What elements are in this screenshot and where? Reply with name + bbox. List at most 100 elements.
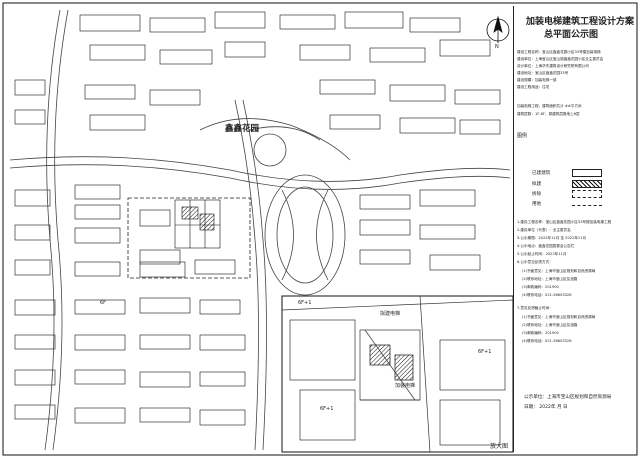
info-line: 建设工程用途：住宅: [517, 85, 550, 89]
building-footprint: [389, 84, 446, 102]
building-footprint: [14, 109, 46, 125]
building-footprint: [84, 84, 136, 100]
building-footprint: [14, 189, 51, 207]
building-footprint: [139, 249, 181, 265]
building-footprint: [74, 204, 121, 220]
building-footprint: [149, 89, 201, 106]
road-network: [9, 9, 511, 451]
building-footprint: [319, 79, 376, 95]
legend-heading: 图例: [517, 133, 528, 139]
legend-swatch-demolish: [572, 190, 602, 198]
building-footprint: [359, 219, 411, 236]
building-footprint: [159, 49, 213, 65]
site-boundary: [127, 197, 251, 279]
building-footprint: [419, 189, 476, 207]
info-line: 建设规模：加装电梯一部: [517, 78, 557, 82]
building-footprint: [199, 409, 246, 426]
building-footprint: [149, 17, 206, 33]
building-footprint: [79, 14, 141, 32]
building-footprint: [419, 224, 476, 240]
note-line: 3.公示期限：2022年11月 至 2022年11月: [517, 236, 587, 240]
building-footprint: [194, 259, 236, 275]
building-footprint: [199, 334, 246, 351]
building-footprint: [344, 11, 404, 29]
note-line: (1)书面意见：上海市宝山区规划和自然资源局: [522, 315, 596, 319]
proposed-building-cluster: [174, 199, 221, 249]
building-footprint: [439, 39, 491, 57]
publisher-line: 公示单位：上海市宝山区规划和自然资源局: [524, 395, 612, 400]
building-footprint: [199, 299, 241, 315]
building-footprint: [74, 334, 126, 351]
existing-buildings: [14, 11, 501, 426]
legend-label: 用地: [532, 202, 542, 207]
legend-label: 已建建筑: [532, 171, 551, 176]
building-footprint: [459, 119, 501, 135]
building-footprint: [74, 227, 121, 244]
building-footprint: [139, 209, 171, 227]
building-footprint: [359, 249, 411, 265]
floor-label-3: 6F+1: [320, 406, 334, 412]
inset-title: 放大图: [490, 443, 509, 450]
panel-title-line1: 加装电梯建筑工程设计方案: [526, 17, 635, 27]
info-line: 建设地址：宝山区鑫鑫花园33号: [517, 71, 569, 75]
building-footprint: [399, 117, 456, 134]
note-line: (2)联系地址：上海市宝山区友谊路: [522, 323, 578, 327]
building-footprint: [14, 224, 51, 241]
legend-label: 拆除: [532, 192, 542, 197]
legend-swatch-existing: [572, 169, 602, 177]
estate-name-label: 鑫鑫花园: [225, 124, 260, 134]
building-footprint: [74, 184, 121, 200]
building-footprint: [14, 369, 56, 386]
info-line: 建筑层数：1F-6F，原建筑层数地上6层: [517, 112, 580, 116]
building-footprint: [139, 407, 191, 423]
building-footprint: [139, 261, 186, 278]
building-footprint: [74, 407, 126, 424]
legend-swatch-proposed: [572, 180, 602, 188]
building-footprint: [89, 114, 146, 131]
note-line: 7.意见反馈截止时间：: [517, 306, 553, 310]
legend-label: 拟建: [532, 182, 542, 187]
north-arrow: [486, 15, 510, 43]
building-footprint: [329, 114, 381, 130]
building-footprint: [14, 334, 56, 350]
floor-label-4: 6F: [100, 300, 107, 306]
building-footprint: [139, 371, 191, 388]
info-line: 建设工程名称：宝山区鑫鑫花园小区33号楼加装电梯: [517, 50, 601, 54]
date-line: 日期： 2022年 月 日: [524, 405, 568, 410]
north-label: N: [495, 44, 499, 50]
building-footprint: [89, 44, 146, 61]
note-line: 1.建设工程名称：宝山区鑫鑫花园小区33号楼加装电梯工程: [517, 220, 612, 224]
building-footprint: [74, 261, 121, 277]
building-footprint: [299, 44, 351, 61]
legend-swatch-boundary: [572, 205, 602, 206]
info-line: 建设单位：上海宝山区宝山镇鑫鑫花园小区业主委员会: [517, 57, 604, 61]
building-footprint: [139, 334, 191, 350]
note-line: (1)书面意见：上海市宝山区规划和自然资源局: [522, 269, 596, 273]
floor-label-1: 6F+1: [298, 300, 312, 306]
building-footprint: [74, 369, 126, 385]
building-footprint: [454, 89, 501, 105]
info-panel: 加装电梯建筑工程设计方案 总平面公示图 建设工程名称：宝山区鑫鑫花园小区33号楼…: [513, 6, 634, 452]
note-line: 5.公示起止时间：2022年11月: [517, 252, 567, 256]
building-footprint: [14, 79, 46, 96]
building-footprint: [14, 259, 51, 276]
note-line: 6.公示意见反馈方式：: [517, 260, 553, 264]
annotation-add-lift: 加装电梯: [395, 383, 416, 389]
floor-label-2: 6F+1: [478, 349, 492, 355]
info-line: 设计单位：上海华东建筑设计研究院有限公司: [517, 64, 589, 68]
building-footprint: [359, 194, 411, 210]
note-line: 2.建设单位（代表）：业主委员会: [517, 228, 571, 232]
panel-title-line2: 总平面公示图: [544, 30, 599, 40]
info-line: 加装电梯工程，建筑面积共计 ##平方米: [517, 104, 582, 108]
building-footprint: [279, 14, 336, 30]
building-footprint: [214, 11, 266, 29]
building-footprint: [139, 297, 191, 314]
inset-drawing: [281, 295, 514, 453]
note-line: (3)邮政编码：201900: [522, 331, 559, 335]
note-line: 4.公示地点：鑫鑫花园居委会公告栏: [517, 244, 575, 248]
note-line: (3)邮政编码：201900: [522, 285, 559, 289]
building-footprint: [14, 299, 56, 316]
